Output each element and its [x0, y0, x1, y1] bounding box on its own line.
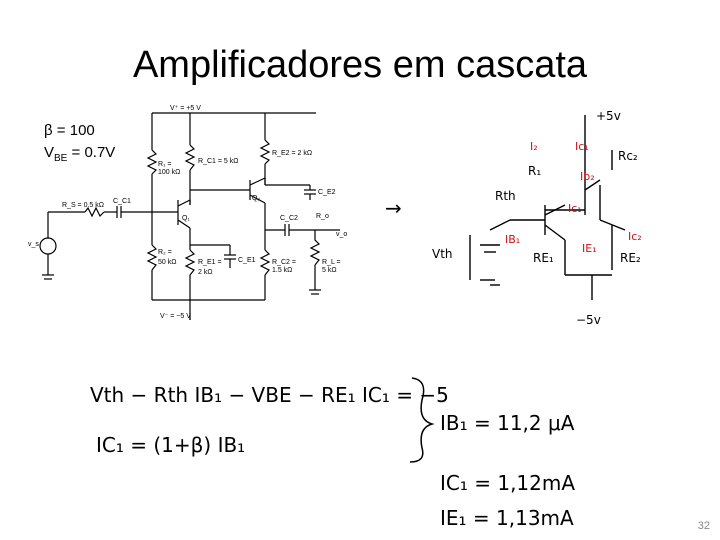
- ce1-label: C_E1: [238, 257, 256, 264]
- rs-label: R_S = 0.5 kΩ: [62, 202, 104, 209]
- ic1-note: Ic₁: [568, 202, 582, 215]
- rc2-note: Rc₂: [618, 149, 638, 163]
- plus5v-note: +5v: [596, 109, 621, 123]
- re1-note: RE₁: [533, 251, 554, 265]
- equation-ic: IC₁ = (1+β) IB₁: [96, 433, 245, 457]
- minus5v-note: −5v: [576, 313, 601, 327]
- ib1-note: IB₁: [505, 233, 520, 246]
- r2-value: 50 kΩ: [158, 259, 176, 266]
- vminus-label: V⁻ = −5 V: [160, 313, 191, 320]
- brace-icon: [409, 377, 435, 463]
- r2-label: R₂ =: [158, 249, 172, 256]
- rth-note: Rth: [495, 189, 516, 203]
- re2-label: R_E2 = 2 kΩ: [272, 150, 312, 157]
- vs-label: v_s: [28, 241, 39, 248]
- result-ic1: IC₁ = 1,12mA: [440, 471, 575, 495]
- rc2-label: R_C2 =: [272, 259, 296, 266]
- result-ib1: IB₁ = 11,2 μA: [440, 411, 575, 435]
- q2-label: Q₂: [252, 195, 260, 202]
- rc2-value: 1.5 kΩ: [272, 267, 292, 274]
- ic1-top-note: Ic₁: [575, 140, 589, 153]
- ib2-note: Ib₂: [580, 170, 595, 183]
- q1-label: Q₁: [182, 215, 190, 222]
- i2-note: I₂: [530, 140, 538, 153]
- arrow-note: →: [385, 196, 402, 220]
- equation-kvl: Vth − Rth IB₁ − VBE − RE₁ IC₁ = −5: [90, 383, 449, 407]
- rc1-label: R_C1 = 5 kΩ: [198, 158, 238, 165]
- r1-note: R₁: [528, 164, 541, 178]
- vo-label: v_o: [336, 231, 347, 238]
- vplus-label: V⁺ = +5 V: [170, 105, 201, 112]
- rl-value: 5 kΩ: [322, 267, 337, 274]
- r1-label: R₁ =: [158, 161, 171, 168]
- r1-value: 100 kΩ: [158, 169, 180, 176]
- rl-label: R_L =: [322, 259, 341, 266]
- page-number: 32: [697, 520, 710, 532]
- ce2-label: C_E2: [318, 189, 336, 196]
- cc2-label: C_C2: [280, 215, 298, 222]
- vth-note: Vth: [432, 247, 453, 261]
- re2-note: RE₂: [620, 251, 641, 265]
- slide-title: Amplificadores em cascata: [132, 44, 588, 86]
- ro-label: R_o: [316, 213, 329, 220]
- ie1-note: IE₁: [582, 242, 597, 255]
- parameters: β = 100 VBE = 0.7V: [44, 120, 115, 170]
- beta-line: β = 100: [44, 122, 95, 139]
- re1-value: 2 kΩ: [198, 269, 213, 276]
- vbe-line: VBE = 0.7V: [44, 144, 116, 164]
- re1-label: R_E1 =: [198, 259, 222, 266]
- result-ie1: IE₁ = 1,13mA: [440, 506, 574, 530]
- ic2-note: Ic₂: [628, 230, 642, 243]
- cc1-label: C_C1: [113, 198, 131, 205]
